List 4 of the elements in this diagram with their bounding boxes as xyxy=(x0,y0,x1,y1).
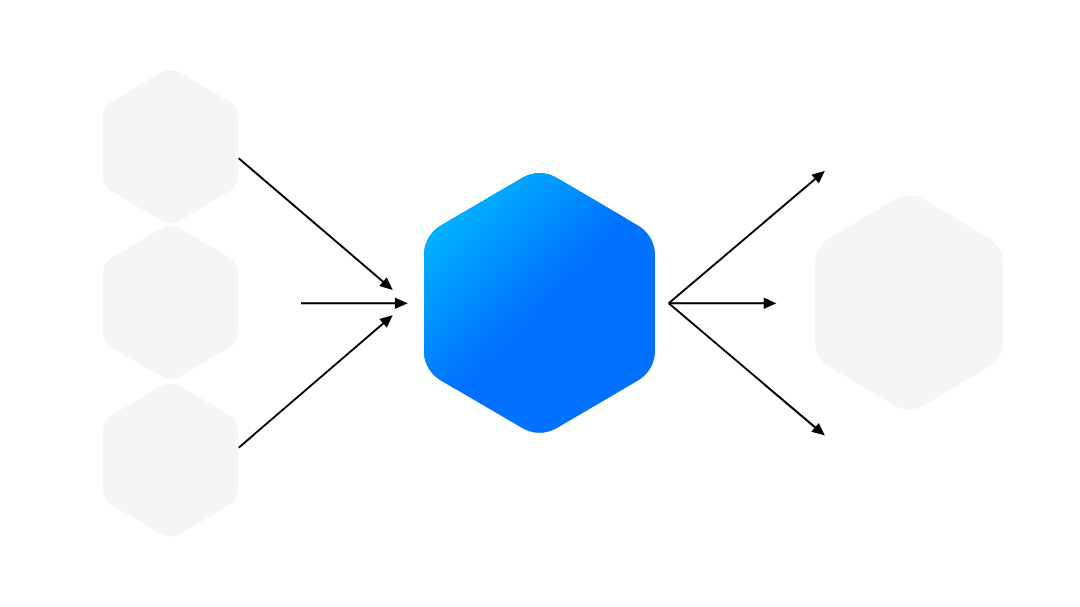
hexagon xyxy=(102,70,239,223)
arrow xyxy=(667,302,825,436)
hexagon xyxy=(424,173,655,433)
hexagon xyxy=(102,383,239,537)
